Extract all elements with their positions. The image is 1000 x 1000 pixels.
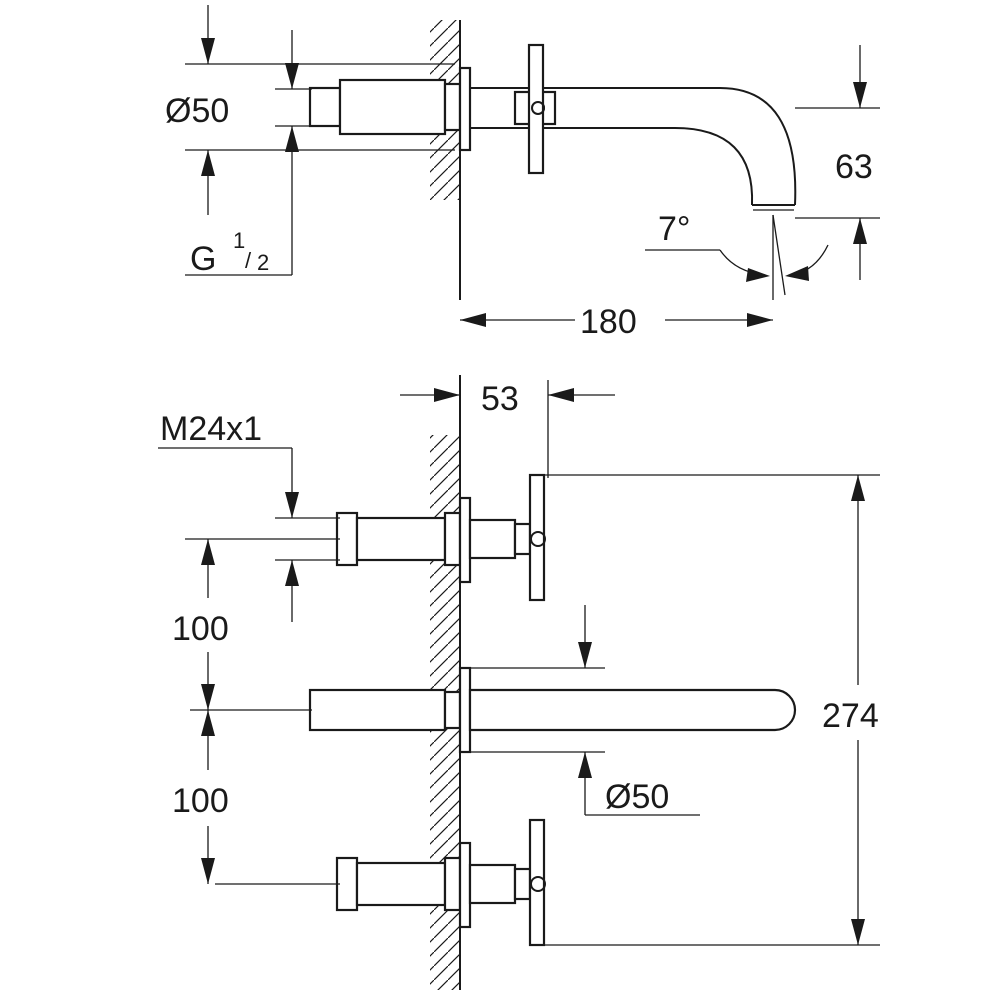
dim-thread-front: M24x1 — [158, 410, 340, 622]
dim-diameter-top-label: Ø50 — [165, 92, 229, 130]
upper-cross-handle — [528, 473, 546, 602]
dim-thread-top-den: 2 — [257, 250, 269, 275]
lower-cross-handle — [528, 818, 546, 947]
dim-length-top: 180 — [460, 303, 773, 341]
dim-height-top-label: 63 — [835, 148, 873, 186]
dim-height-front-label: 274 — [822, 697, 879, 735]
spout-front — [308, 666, 797, 754]
dim-spacing-lower-label: 100 — [172, 782, 229, 820]
dim-thread-top: G 1 / 2 — [185, 30, 312, 278]
dim-spacing-upper-label: 100 — [172, 610, 229, 648]
dim-height-front: 274 — [544, 474, 880, 946]
front-view: 53 M24x1 100 100 — [158, 375, 880, 990]
dim-spacing-front: 100 100 — [172, 538, 340, 885]
cross-handle-top — [513, 43, 557, 175]
wall-flange-top — [458, 66, 472, 152]
dim-thread-top-num: 1 — [233, 228, 245, 253]
dim-thread-front-label: M24x1 — [160, 410, 262, 448]
dim-depth-front: 53 — [400, 380, 615, 478]
dim-angle-top: 7° — [645, 210, 829, 300]
dim-depth-front-label: 53 — [481, 380, 519, 418]
wall-section-top — [430, 20, 461, 300]
dim-spout-diameter: Ø50 — [470, 605, 700, 816]
dim-thread-top-main: G — [190, 240, 216, 278]
upper-valve-body — [335, 496, 532, 584]
dim-diameter-top: Ø50 — [165, 5, 455, 215]
dim-length-top-label: 180 — [580, 303, 637, 341]
valve-body-top — [308, 78, 462, 136]
lower-valve-body — [335, 841, 532, 929]
dim-height-top: 63 — [795, 45, 880, 280]
dim-spout-diameter-label: Ø50 — [605, 778, 669, 816]
dim-angle-top-label: 7° — [658, 210, 691, 248]
spout-top — [470, 87, 797, 211]
top-view: Ø50 G 1 / 2 63 — [165, 5, 880, 341]
dim-thread-top-slash: / — [245, 248, 252, 273]
